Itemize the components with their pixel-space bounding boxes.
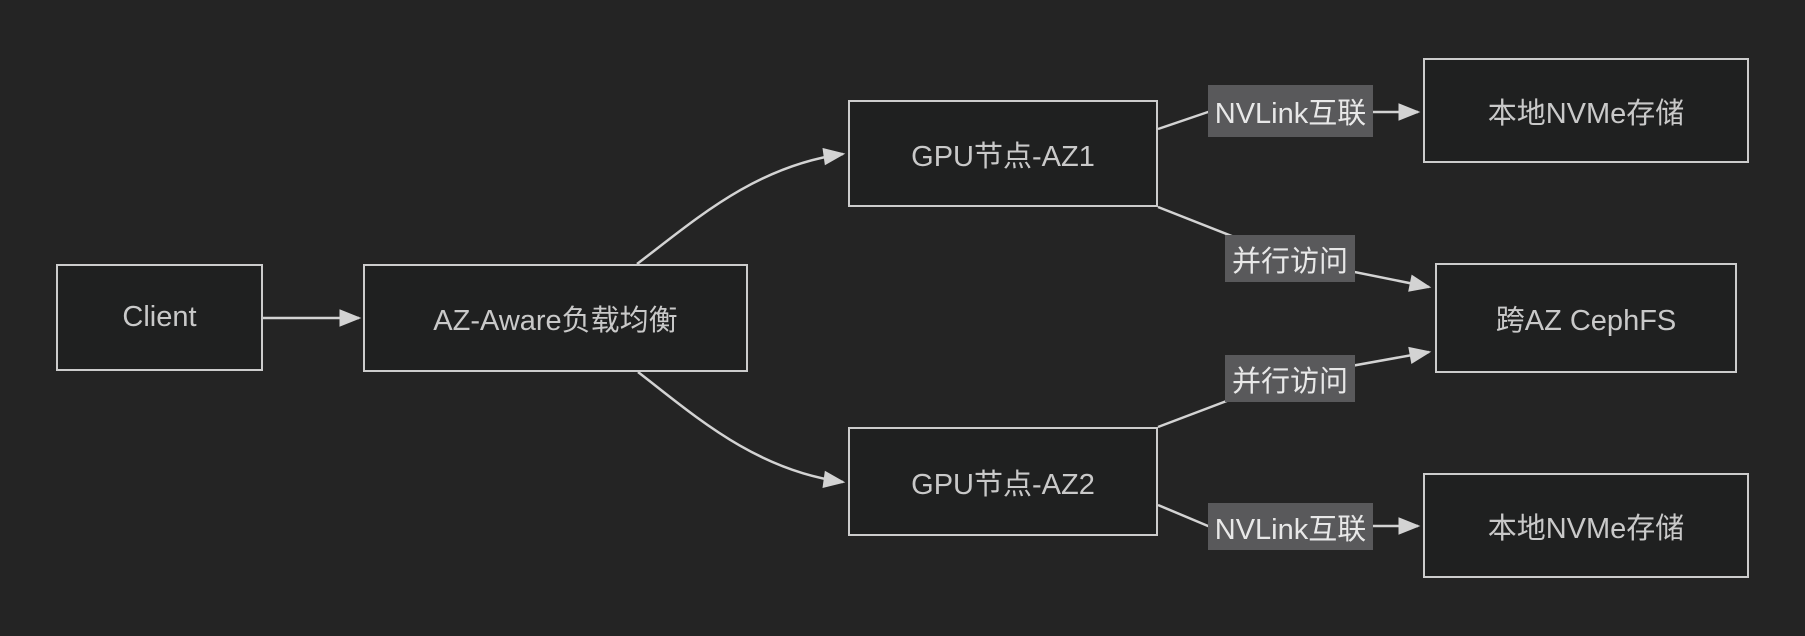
node-gpu-az1-label: GPU节点-AZ1: [911, 140, 1095, 173]
edge-label-parallel-access-lower-text: 并行访问: [1231, 365, 1348, 398]
edge-label-parallel-access-upper-text: 并行访问: [1231, 245, 1348, 278]
edge-label-nvlink-top: NVLink互联: [1208, 85, 1373, 137]
edge-label-nvlink-bottom: NVLink互联: [1208, 503, 1373, 550]
node-local-nvme-az2: 本地NVMe存储: [1423, 473, 1749, 578]
node-gpu-az1: GPU节点-AZ1: [848, 100, 1158, 207]
edge-lb-to-gpu-az1: [636, 147, 846, 265]
edge-label-parallel-access-upper: 并行访问: [1225, 235, 1355, 282]
node-az-aware-load-balancer: AZ-Aware负载均衡: [363, 264, 748, 372]
edge-label-nvlink-bottom-text: NVLink互联: [1214, 513, 1367, 546]
node-client-label: Client: [122, 301, 197, 333]
edge-lb-to-gpu-az2: [637, 371, 846, 489]
edge-label-nvlink-top-text: NVLink互联: [1214, 98, 1367, 130]
node-gpu-az2-label: GPU节点-AZ2: [911, 468, 1095, 501]
node-client: Client: [56, 264, 263, 371]
node-cross-az-cephfs: 跨AZ CephFS: [1435, 263, 1737, 373]
node-az-aware-load-balancer-label: AZ-Aware负载均衡: [433, 305, 678, 337]
node-local-nvme-az2-label: 本地NVMe存储: [1487, 512, 1685, 545]
node-cross-az-cephfs-label: 跨AZ CephFS: [1495, 305, 1677, 337]
node-local-nvme-az1-label: 本地NVMe存储: [1487, 97, 1685, 130]
node-local-nvme-az1: 本地NVMe存储: [1423, 58, 1749, 163]
edge-label-parallel-access-lower: 并行访问: [1225, 355, 1355, 402]
node-gpu-az2: GPU节点-AZ2: [848, 427, 1158, 536]
